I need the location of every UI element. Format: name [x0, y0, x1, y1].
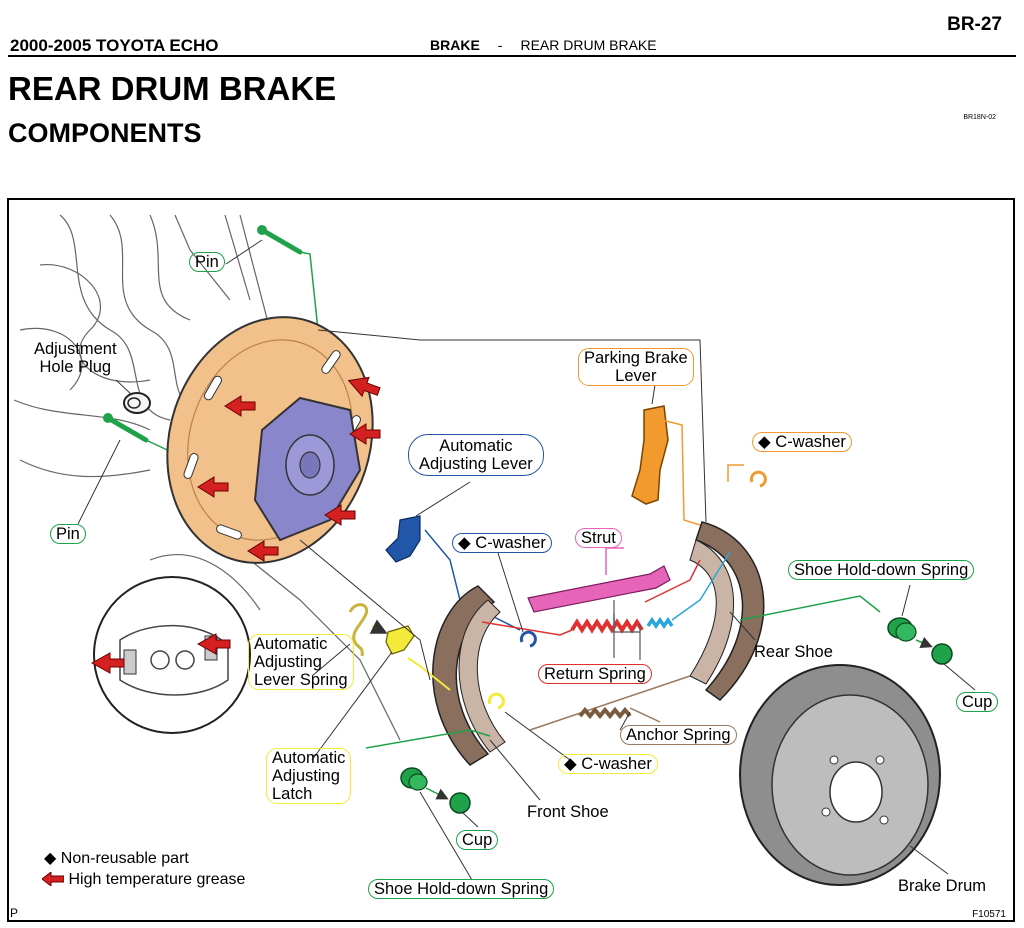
grease-detail-inset [90, 576, 251, 734]
label-automatic-adjusting-lever-line2: Adjusting Lever [419, 455, 533, 474]
label-return-spring: Return Spring [538, 664, 652, 685]
brake-drum-part [739, 664, 941, 886]
label-parking-brake-lever-line2: Lever [615, 367, 657, 386]
label-automatic-adjusting-lever-line1: Automatic [439, 437, 513, 455]
legend-grease: High temperature grease [41, 870, 246, 889]
p-mark: P [10, 906, 19, 920]
document-code: BR18N-02 [963, 114, 996, 121]
page-title: REAR DRUM BRAKE [8, 70, 337, 107]
pin-top-part [257, 225, 303, 255]
grease-arrows [197, 376, 381, 562]
label-c-washer-right-text: C-washer [775, 433, 846, 451]
label-aal-spring-line1: Automatic [254, 635, 328, 653]
label-latch-line2: Adjusting [272, 767, 340, 786]
non-reusable-diamond: ◆ [564, 755, 577, 773]
anchor-spring-part [578, 706, 661, 723]
label-anchor-spring: Anchor Spring [620, 725, 737, 746]
label-adjustment-hole-plug: Adjustment Hole Plug [34, 340, 117, 376]
diagram-frame [7, 198, 1015, 922]
page-subtitle: COMPONENTS [8, 118, 202, 148]
label-aal-spring-line2: Adjusting [254, 653, 322, 672]
section-path: BRAKE - REAR DRUM BRAKE [430, 37, 657, 53]
label-cup-right: Cup [956, 692, 999, 713]
leader-lines [77, 239, 976, 881]
label-automatic-adjusting-lever: Automatic Adjusting Lever [408, 434, 544, 477]
non-reusable-diamond: ◆ [458, 534, 471, 552]
label-c-washer-mid-text: C-washer [475, 534, 546, 552]
diamond-icon: ◆ [44, 850, 57, 867]
label-parking-brake-lever-line1: Parking Brake [584, 349, 688, 367]
hub-part [253, 396, 362, 542]
legend-non-reusable: ◆ Non-reusable part [44, 848, 189, 868]
label-parking-brake-lever: Parking Brake Lever [578, 348, 694, 387]
label-cup-bottom: Cup [456, 830, 499, 851]
label-c-washer-bottom: ◆ C-washer [558, 754, 658, 775]
c-washer-mid-part [519, 630, 537, 648]
label-adjustment-hole-plug-line2: Hole Plug [39, 358, 112, 377]
label-c-washer-bottom-text: C-washer [581, 755, 652, 773]
label-shoe-hold-down-spring-right: Shoe Hold-down Spring [788, 560, 975, 581]
latch-part [385, 625, 415, 655]
adjustment-hole-plug-part [123, 392, 151, 414]
label-brake-drum: Brake Drum [898, 877, 987, 895]
label-adjustment-hole-plug-line1: Adjustment [34, 340, 117, 358]
front-shoe-part [432, 585, 506, 766]
legend-non-reusable-text: Non-reusable part [60, 850, 189, 867]
label-front-shoe: Front Shoe [527, 803, 609, 821]
pin-left-part [103, 413, 149, 443]
vehicle-model: 2000-2005 TOYOTA ECHO [10, 36, 219, 55]
label-pin-top: Pin [189, 252, 225, 273]
strut-part [527, 547, 671, 613]
suspension-sketch [13, 214, 401, 741]
section-name: BRAKE [430, 37, 480, 53]
hold-down-spring-bottom-part [400, 767, 428, 791]
subsection-name: REAR DRUM BRAKE [520, 37, 657, 53]
label-aal-spring-line3: Lever Spring [254, 671, 348, 690]
label-strut: Strut [575, 528, 622, 549]
label-automatic-adjusting-latch: Automatic Adjusting Latch [266, 748, 352, 805]
non-reusable-diamond: ◆ [758, 433, 771, 451]
parking-brake-lever-part [631, 405, 701, 526]
return-spring-part [481, 559, 701, 636]
label-latch-line1: Automatic [272, 749, 346, 767]
grease-arrow-icon [41, 870, 65, 888]
label-automatic-adjusting-lever-spring: Automatic Adjusting Lever Spring [248, 634, 354, 691]
label-c-washer-mid: ◆ C-washer [452, 533, 552, 554]
section-separator: - [497, 37, 503, 53]
label-shoe-hold-down-spring-bottom: Shoe Hold-down Spring [368, 879, 555, 900]
label-rear-shoe: Rear Shoe [754, 643, 833, 661]
header-rule [8, 55, 1016, 57]
label-latch-line3: Latch [272, 785, 313, 804]
page-number: BR-27 [947, 14, 1002, 35]
aal-spring-part [348, 603, 369, 657]
label-pin-left: Pin [50, 524, 86, 545]
figure-code: F10571 [972, 909, 1006, 920]
label-c-washer-right: ◆ C-washer [752, 432, 852, 453]
legend-grease-text: High temperature grease [68, 871, 246, 888]
cup-right-part [931, 643, 953, 665]
c-washer-right-part [749, 470, 767, 488]
c-washer-bottom-part [487, 692, 505, 710]
rear-shoe-part [529, 521, 765, 731]
cup-bottom-part [449, 792, 471, 814]
hold-down-spring-right-part [887, 617, 917, 642]
